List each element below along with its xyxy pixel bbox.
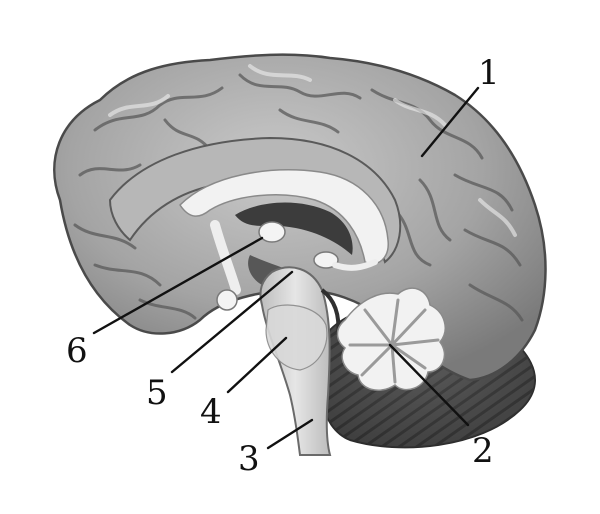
leader-3 (266, 418, 314, 450)
label-5: 5 (146, 373, 168, 413)
leader-1 (420, 86, 480, 158)
label-3: 3 (238, 439, 260, 479)
arbor-vitae (336, 287, 446, 391)
label-2: 2 (472, 431, 494, 471)
leader-lines (92, 86, 480, 450)
leader-5 (170, 270, 294, 374)
leader-2 (388, 343, 470, 427)
label-4: 4 (200, 392, 222, 432)
label-6: 6 (66, 331, 88, 371)
number-labels: 1 2 3 4 5 6 (66, 53, 500, 479)
label-1: 1 (478, 53, 500, 93)
brainstem (259, 266, 341, 456)
leader-6 (92, 236, 264, 335)
leader-4 (226, 336, 288, 394)
